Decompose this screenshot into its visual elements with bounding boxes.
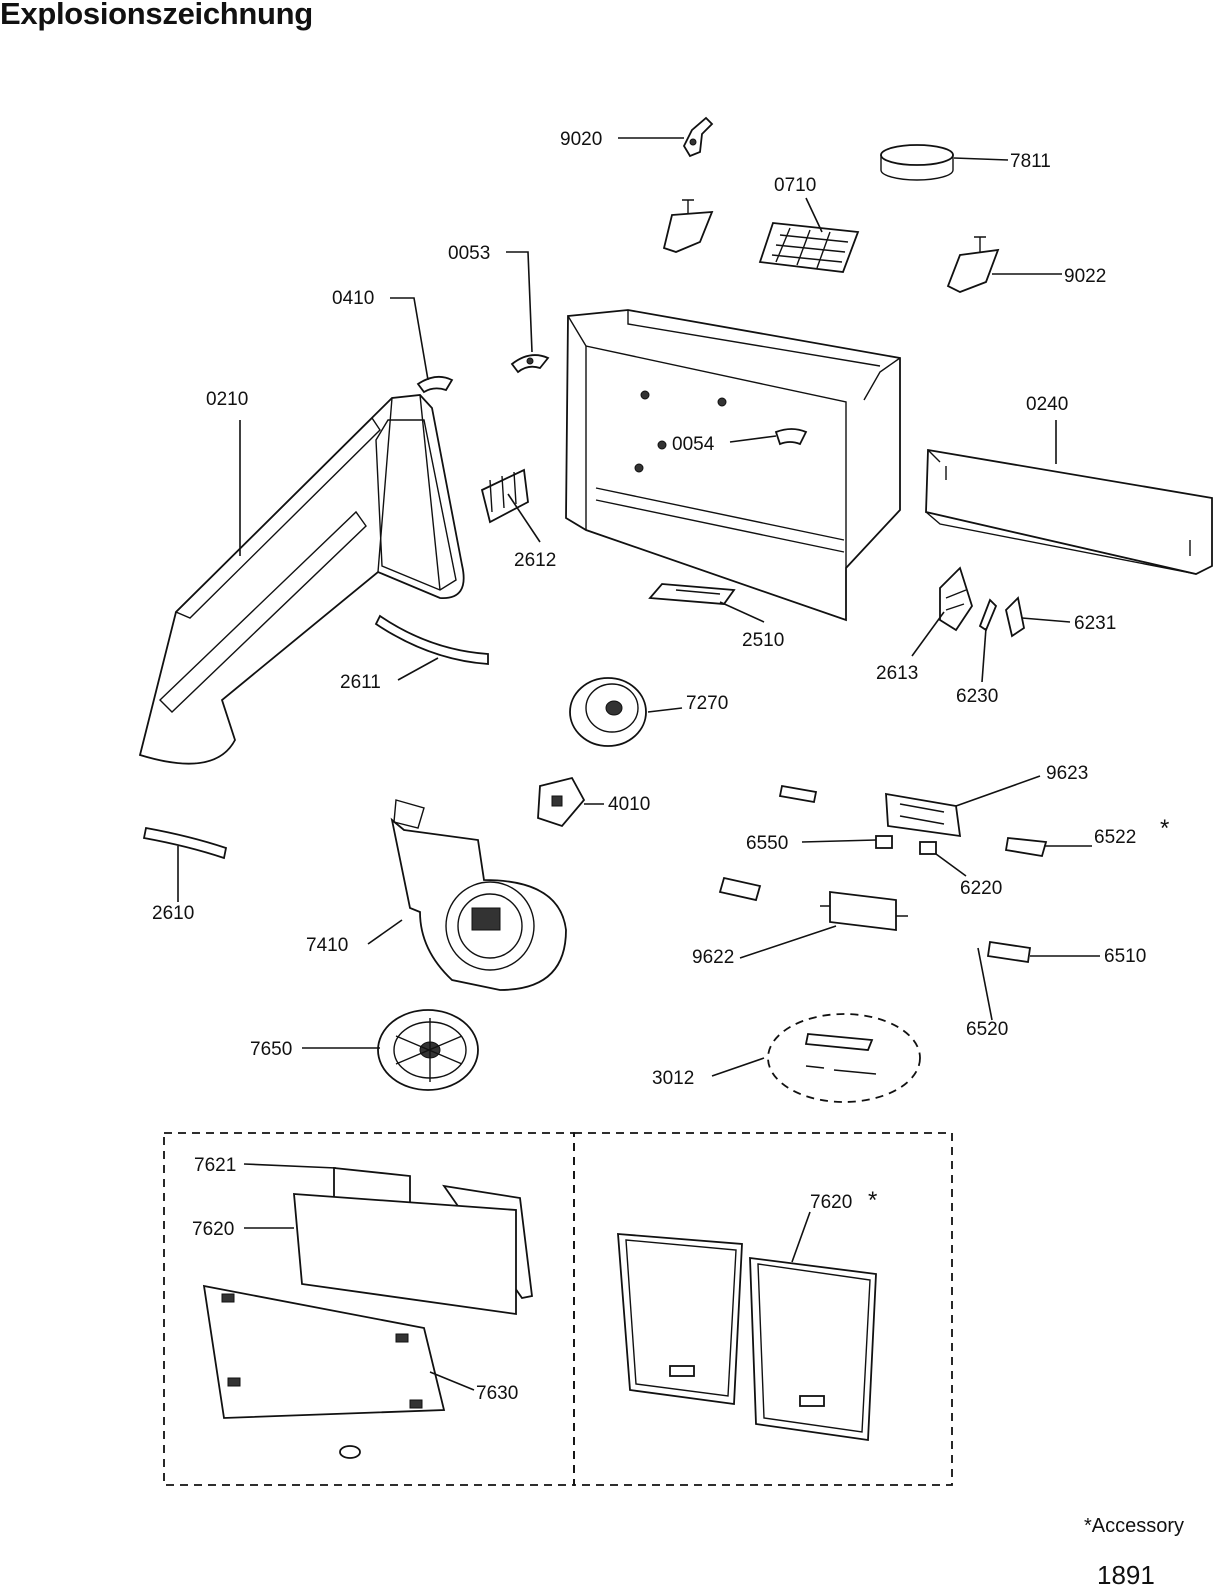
part-label-2612: 2612 [514, 550, 556, 571]
part-label-3012: 3012 [652, 1068, 694, 1089]
part-label-7270: 7270 [686, 693, 728, 714]
part-6522-lamp [1004, 837, 1048, 858]
part-0410-clip [416, 375, 454, 394]
part-label-6510: 6510 [1104, 946, 1146, 967]
part-0710-grille [758, 222, 860, 273]
leader-lines [177, 137, 1100, 1391]
part-label-7410: 7410 [306, 935, 348, 956]
part-lamp-top [778, 784, 818, 804]
part-2510-plate [648, 583, 736, 605]
part-label-7630: 7630 [476, 1383, 518, 1404]
part-7270-wheel [569, 677, 647, 747]
filter-box-left [163, 1132, 575, 1486]
part-label-9020: 9020 [560, 129, 602, 150]
part-label-9623: 9623 [1046, 763, 1088, 784]
part-7650-filter [377, 1009, 479, 1091]
part-label-9022: 9022 [1064, 266, 1106, 287]
part-6231-plate [1005, 596, 1026, 638]
part-label-7621: 7621 [194, 1155, 236, 1176]
part-label-0410: 0410 [332, 288, 374, 309]
part-7620-filters-right [617, 1233, 877, 1442]
part-7620-panel-left [293, 1193, 517, 1316]
part-label-6230: 6230 [956, 686, 998, 707]
part-7630-panel [202, 1284, 446, 1459]
part-2610-strip [142, 826, 228, 860]
part-7811-ring [880, 144, 954, 181]
accessory-star-6522: * [1160, 815, 1169, 842]
part-9020-bracket [682, 116, 714, 158]
part-lamp-holder [718, 876, 762, 902]
part-6510-lamp [986, 940, 1032, 964]
part-9022-bracket [946, 236, 1000, 293]
accessory-star-7620: * [868, 1187, 877, 1214]
part-label-7620-left: 7620 [192, 1219, 234, 1240]
part-label-7620-right: 7620 [810, 1192, 852, 1213]
part-6550-cap [875, 835, 893, 849]
part-label-6220: 6220 [960, 878, 1002, 899]
part-label-2610: 2610 [152, 903, 194, 924]
part-label-0210: 0210 [206, 389, 248, 410]
part-0210-canopy [138, 394, 465, 765]
part-0240-panel [925, 448, 1213, 575]
part-label-6520: 6520 [966, 1019, 1008, 1040]
part-label-6522: 6522 [1094, 827, 1136, 848]
part-label-7650: 7650 [250, 1039, 292, 1060]
part-label-0240: 0240 [1026, 394, 1068, 415]
part-6220-cap [919, 841, 937, 855]
part-label-7811: 7811 [1010, 151, 1051, 172]
part-0053-clip [510, 354, 550, 374]
part-label-9622: 9622 [692, 947, 734, 968]
part-label-2613: 2613 [876, 663, 918, 684]
part-2611-strip [374, 614, 489, 665]
filter-box-right [573, 1132, 953, 1486]
part-label-2510: 2510 [742, 630, 784, 651]
part-label-0053: 0053 [448, 243, 490, 264]
page-number: 1891 [1097, 1560, 1155, 1590]
part-label-0054: 0054 [672, 434, 715, 455]
part-9623-box [885, 792, 962, 838]
part-label-0710: 0710 [774, 175, 816, 196]
part-2613-bracket [939, 566, 973, 632]
part-7410-blower [390, 799, 567, 991]
accessory-note: *Accessory [1084, 1515, 1185, 1537]
part-label-2611: 2611 [340, 672, 381, 693]
part-mount-bracket-left [662, 199, 714, 253]
part-9622-transformer [820, 890, 908, 932]
part-2612-bracket [480, 468, 529, 524]
page-title: Explosionszeichnung [0, 0, 313, 31]
part-housing [565, 309, 901, 622]
part-3012-set [767, 1013, 921, 1103]
part-label-6231: 6231 [1074, 613, 1116, 634]
part-6230-gasket [978, 598, 998, 632]
part-label-6550: 6550 [746, 833, 788, 854]
part-label-4010: 4010 [608, 794, 650, 815]
part-4010-switch [537, 776, 586, 828]
